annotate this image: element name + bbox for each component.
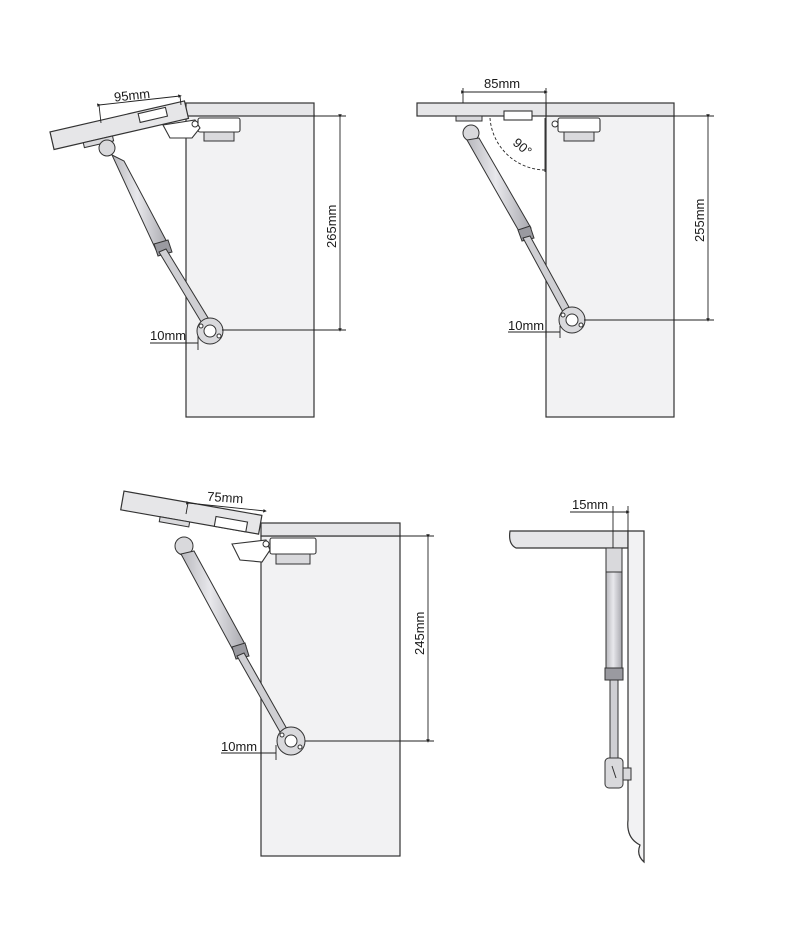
dimension-label-vertical: 265mm xyxy=(324,205,339,248)
diagram-b: 90° 85mm 255mm 10mm xyxy=(416,76,714,418)
cabinet-top-board xyxy=(185,102,315,117)
hinge xyxy=(231,537,317,565)
cabinet-top-board xyxy=(545,102,675,117)
gas-strut xyxy=(98,139,224,345)
lift-up-door xyxy=(49,100,190,151)
cabinet-top-board xyxy=(260,522,401,537)
diagram-c: 75mm 245mm 10mm xyxy=(120,489,434,857)
hinge xyxy=(162,117,241,142)
dimension-label-offset: 10mm xyxy=(150,328,186,343)
cabinet-side-panel xyxy=(260,535,401,857)
angle-label: 90° xyxy=(510,135,535,159)
diagram-d: 15mm xyxy=(509,497,645,864)
hinge xyxy=(551,117,601,142)
dimension-label-horizontal: 85mm xyxy=(484,76,520,91)
cabinet-side-panel xyxy=(185,114,315,418)
dimension-label-horizontal: 75mm xyxy=(207,489,244,506)
cabinet-top-board xyxy=(509,530,629,549)
cabinet-side-panel xyxy=(545,115,675,418)
gas-strut xyxy=(604,547,632,789)
dimension-label-offset: 10mm xyxy=(221,739,257,754)
cabinet-side-panel xyxy=(627,530,645,864)
diagram-a: 95mm 265mm 10mm xyxy=(49,86,346,418)
dimension-label-vertical: 255mm xyxy=(692,199,707,242)
dimension-label-horizontal: 95mm xyxy=(113,86,150,105)
dimension-label-vertical: 245mm xyxy=(412,612,427,655)
dimension-label-horizontal: 15mm xyxy=(572,497,608,512)
dimension-label-offset: 10mm xyxy=(508,318,544,333)
gas-strut xyxy=(462,124,586,334)
lift-up-door xyxy=(120,490,263,535)
